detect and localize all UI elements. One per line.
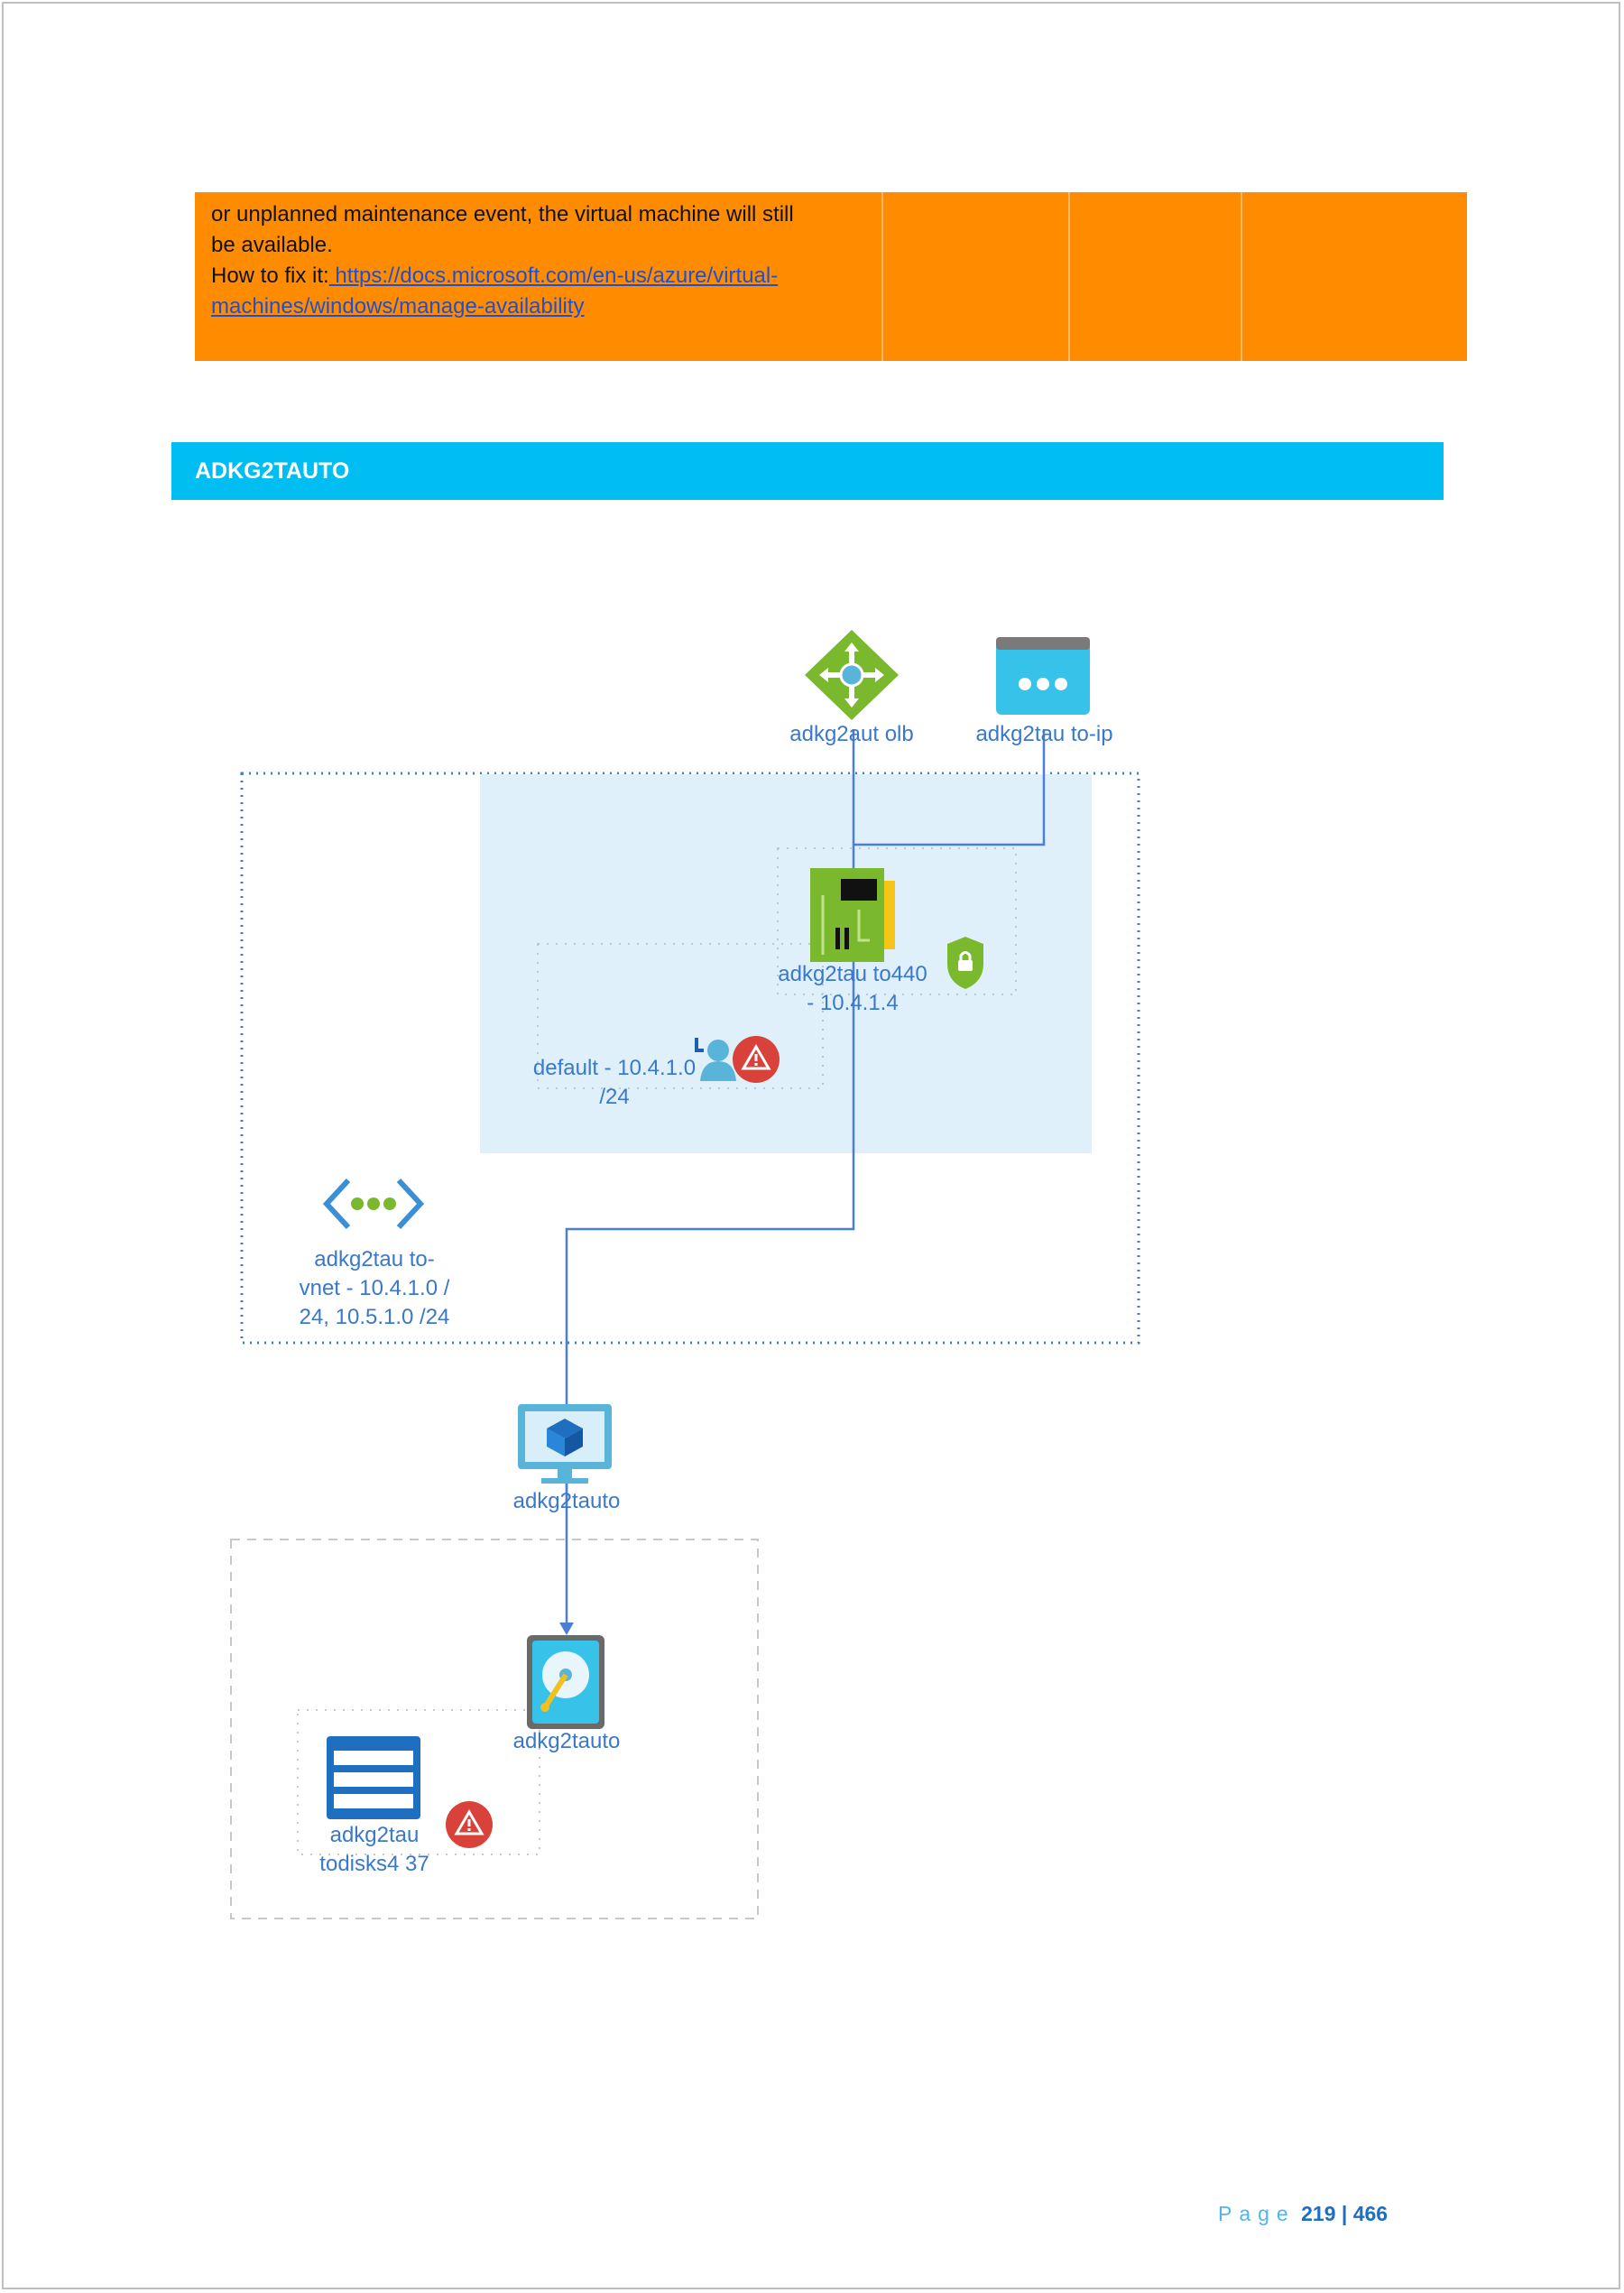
vnet-label-line2: vnet - 10.4.1.0 / bbox=[299, 1276, 450, 1300]
subnet-label-line1: default - 10.4.1.0 bbox=[532, 1056, 697, 1080]
recommendation-table-row: or unplanned maintenance event, the virt… bbox=[195, 192, 1467, 361]
section-header: ADKG2TAUTO bbox=[171, 442, 1444, 500]
nic-label-line2: - 10.4.1.4 bbox=[807, 991, 899, 1015]
empty-cell-1 bbox=[883, 192, 1070, 361]
recommendation-text-line1: or unplanned maintenance event, the virt… bbox=[211, 202, 794, 227]
recommendation-text-cell: or unplanned maintenance event, the virt… bbox=[195, 192, 883, 361]
vnet-label-line1: adkg2tau to- bbox=[314, 1247, 435, 1271]
disk-label[interactable]: adkg2tauto bbox=[512, 1729, 621, 1753]
storage-label-line1: adkg2tau bbox=[329, 1823, 420, 1847]
nic-label[interactable]: adkg2tau to440 - 10.4.1.4 bbox=[767, 960, 938, 1018]
vnet-label[interactable]: adkg2tau to- vnet - 10.4.1.0 / 24, 10.5.… bbox=[280, 1245, 469, 1332]
page-separator: | bbox=[1341, 2202, 1348, 2225]
page-total: 466 bbox=[1352, 2202, 1389, 2225]
page-footer: Page 219 | 466 bbox=[1218, 2202, 1388, 2226]
page-word: Page bbox=[1218, 2202, 1296, 2225]
storage-label-line2: todisks4 37 bbox=[319, 1852, 429, 1876]
vnet-label-line3: 24, 10.5.1.0 /24 bbox=[299, 1305, 450, 1329]
fix-link[interactable]: https://docs.microsoft.com/en-us/azure/v… bbox=[211, 264, 778, 319]
empty-cell-3 bbox=[1242, 192, 1467, 361]
public-ip-label[interactable]: adkg2tau to-ip bbox=[975, 722, 1113, 746]
vm-label[interactable]: adkg2tauto bbox=[512, 1489, 621, 1513]
fix-link-line2: machines/windows/manage-availability bbox=[211, 294, 585, 319]
load-balancer-label[interactable]: adkg2aut olb bbox=[789, 722, 914, 746]
subnet-label-line2: /24 bbox=[599, 1085, 630, 1109]
fix-prefix: How to fix it: bbox=[211, 264, 329, 288]
nic-label-line1: adkg2tau to440 bbox=[778, 962, 927, 986]
empty-cell-2 bbox=[1070, 192, 1242, 361]
page-current: 219 bbox=[1301, 2202, 1336, 2225]
subnet-label[interactable]: default - 10.4.1.0 /24 bbox=[520, 1054, 709, 1112]
fix-instructions: How to fix it: https://docs.microsoft.co… bbox=[211, 261, 865, 322]
recommendation-text-line2: be available. bbox=[211, 233, 333, 257]
storage-account-label[interactable]: adkg2tau todisks4 37 bbox=[298, 1821, 451, 1879]
fix-link-line1: https://docs.microsoft.com/en-us/azure/v… bbox=[328, 264, 779, 288]
